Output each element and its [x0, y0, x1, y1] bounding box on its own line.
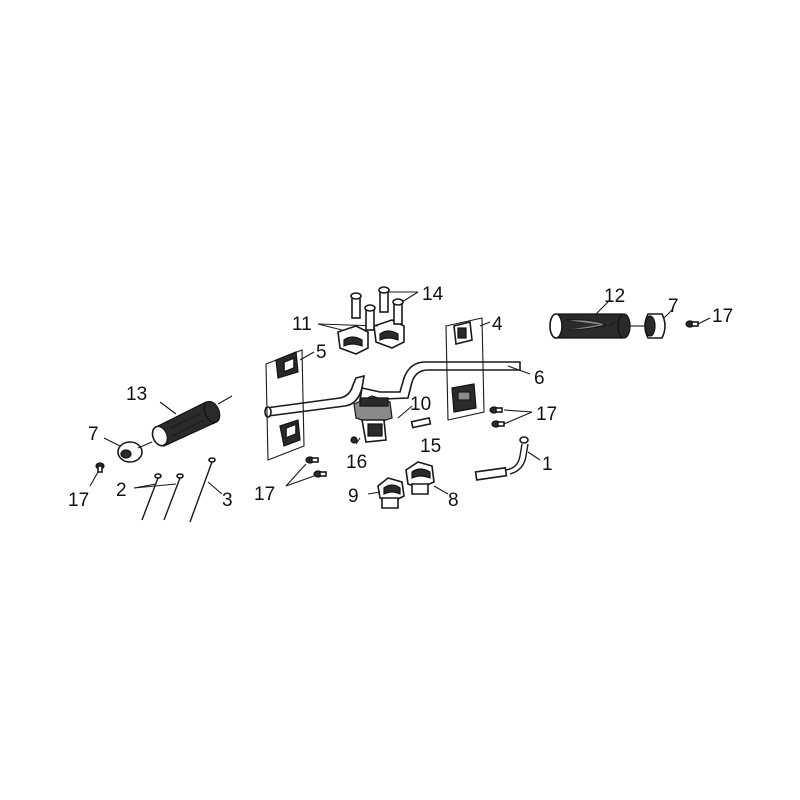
label-1: 1: [542, 454, 553, 475]
label-13: 13: [126, 384, 147, 405]
label-16: 16: [346, 452, 367, 473]
label-7-left: 7: [88, 424, 99, 445]
label-17-mid: 17: [536, 404, 557, 425]
right-bar-end: [630, 309, 673, 339]
label-5: 5: [316, 342, 327, 363]
left-screw: [89, 462, 105, 487]
label-17-left: 17: [68, 490, 89, 511]
callout-labels: 1 2 3 4 5 6 7 7 8 9 10 11 12 13 14 15 16…: [68, 284, 733, 511]
clamp-bolts: [350, 286, 419, 331]
throttle-cable: [474, 436, 541, 481]
center-right-screws: [489, 406, 533, 428]
label-3: 3: [222, 490, 233, 511]
label-12: 12: [604, 286, 625, 307]
label-2: 2: [116, 480, 127, 501]
rods: [133, 457, 223, 523]
label-9: 9: [348, 486, 359, 507]
label-6: 6: [534, 368, 545, 389]
handlebar: [264, 361, 531, 418]
upper-clamps: [317, 319, 405, 355]
label-17-center: 17: [254, 484, 275, 505]
label-17-right: 17: [712, 306, 733, 327]
right-grip: [549, 301, 631, 339]
label-7-right: 7: [668, 296, 679, 317]
right-screw: [685, 317, 711, 328]
label-8: 8: [448, 490, 459, 511]
left-bar-end: [103, 437, 153, 463]
left-switch-assembly: [265, 349, 315, 461]
center-left-screws: [285, 456, 327, 487]
right-switch-assembly: [445, 317, 491, 421]
center-holder: [350, 395, 432, 445]
lower-holders: [367, 461, 449, 509]
label-4: 4: [492, 314, 503, 335]
left-grip: [151, 395, 233, 447]
label-11: 11: [292, 314, 312, 335]
label-10: 10: [410, 394, 431, 415]
label-14: 14: [422, 284, 444, 305]
label-15: 15: [420, 436, 441, 457]
